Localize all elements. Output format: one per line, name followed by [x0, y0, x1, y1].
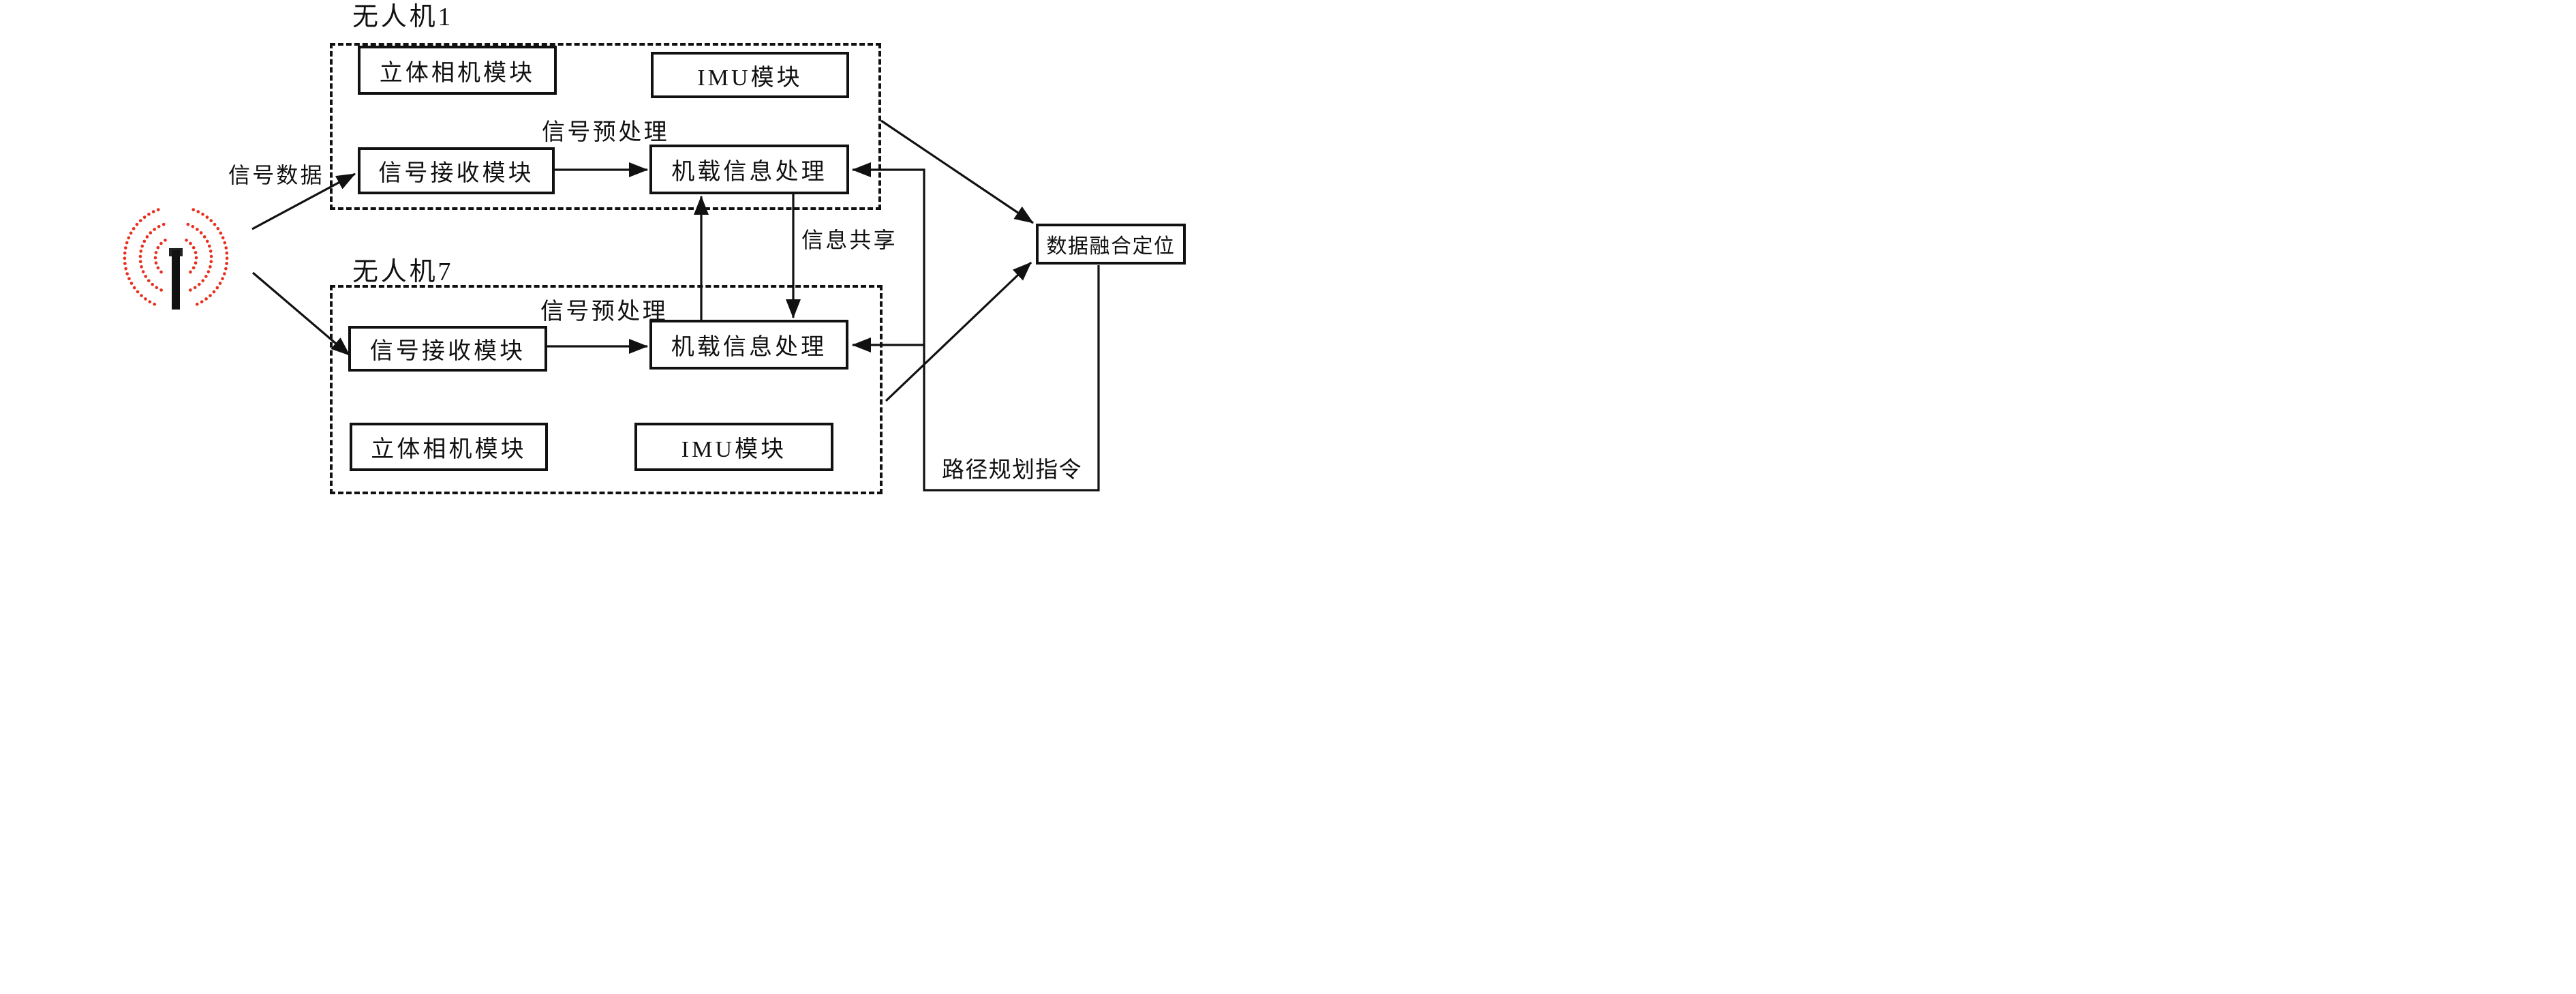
- uav1-signal-receiver-module: 信号接收模块: [358, 147, 555, 194]
- uav1-stereo-camera-module: 立体相机模块: [358, 46, 557, 95]
- uav1-dashed-frame: [330, 43, 881, 210]
- arrow-uav1-to-fusion: [880, 119, 1034, 224]
- connector-lines: [123, 119, 1100, 492]
- arrow-uav7-to-fusion: [885, 261, 1032, 402]
- uav1-preprocess-label: 信号预处理: [542, 120, 669, 145]
- uav7-preprocess-label: 信号预处理: [540, 299, 668, 325]
- uav7-onboard-processor-module: 机载信息处理: [649, 320, 848, 370]
- path-plan-label: 路径规划指令: [942, 458, 1082, 483]
- path-plan-feedback-line: [852, 162, 1100, 492]
- uav7-signal-receiver-module: 信号接收模块: [348, 326, 547, 372]
- arrow-signal-to-uav1: [251, 172, 356, 230]
- data-fusion-positioning-box: 数据融合定位: [1036, 224, 1186, 265]
- uav7-title: 无人机7: [352, 258, 454, 286]
- wireless-signal-antenna-icon: [123, 208, 229, 310]
- uav1-title: 无人机1: [352, 3, 454, 31]
- uav7-imu-module: IMU模块: [634, 423, 833, 471]
- diagram-canvas: 无人机1 立体相机模块 IMU模块 信号预处理 信号接收模块 机载信息处理 无人…: [0, 0, 1288, 497]
- uav7-stereo-camera-module: 立体相机模块: [350, 423, 548, 471]
- uav1-imu-module: IMU模块: [651, 52, 849, 98]
- arrow-signal-to-uav7: [251, 271, 351, 357]
- signal-data-label: 信号数据: [228, 163, 324, 187]
- info-share-label: 信息共享: [801, 228, 898, 252]
- uav7-dashed-frame: [330, 285, 883, 494]
- uav1-onboard-processor-module: 机载信息处理: [649, 145, 849, 194]
